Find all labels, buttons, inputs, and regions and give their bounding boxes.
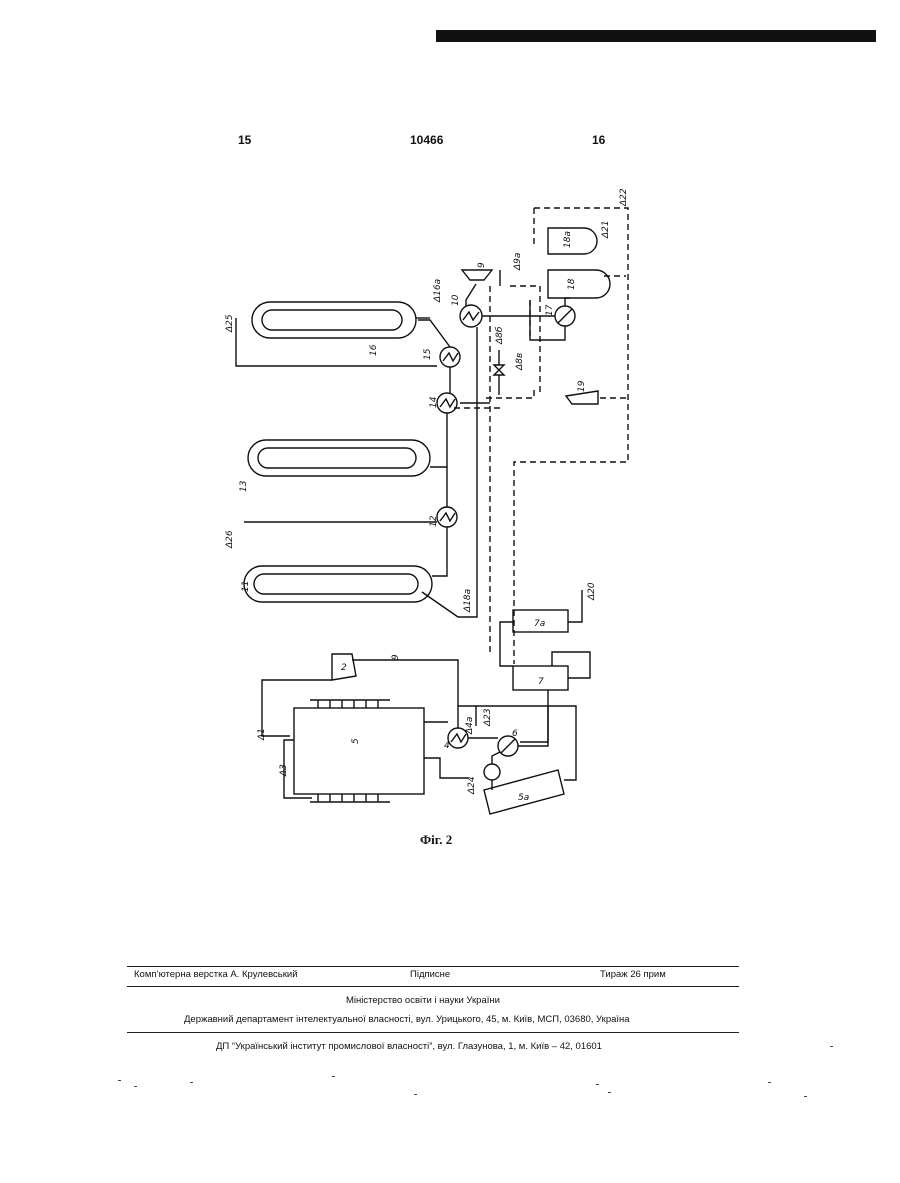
scan-speck <box>830 1046 833 1047</box>
stream-8b: Δ8б <box>495 326 505 345</box>
heat-exchanger-10 <box>460 305 482 327</box>
heat-exchanger-14 <box>437 393 457 413</box>
label-13: 13 <box>239 480 249 492</box>
scan-speck <box>596 1084 599 1085</box>
scan-speck <box>118 1080 121 1081</box>
label-18a: 18а <box>563 231 573 248</box>
stream-24: Δ24 <box>467 776 477 795</box>
label-4: 4 <box>444 741 450 751</box>
reactor-16 <box>252 302 430 338</box>
stream-18a: Δ18а <box>463 589 473 613</box>
stream-20: Δ20 <box>587 582 597 601</box>
scan-speck <box>414 1094 417 1095</box>
scan-speck <box>332 1076 335 1077</box>
stream-16a: Δ16а <box>433 279 443 303</box>
label-11: 11 <box>241 581 251 592</box>
cooler-6 <box>498 736 518 756</box>
footer-rule-3 <box>127 1032 739 1033</box>
label-5a: 5а <box>518 793 529 803</box>
label-7a: 7а <box>534 619 545 629</box>
reactor-13 <box>248 440 430 476</box>
reactor-5 <box>294 708 424 794</box>
reactor-5-tubes-top <box>310 700 390 708</box>
stream-1: Δ1 <box>257 728 267 741</box>
label-6: 6 <box>512 729 518 739</box>
footer-institute: ДП “Український інститут промислової вла… <box>216 1041 602 1052</box>
stream-21: Δ21 <box>601 220 611 239</box>
label-2: 2 <box>341 663 347 673</box>
separator-18 <box>548 270 610 298</box>
scan-speck <box>190 1082 193 1083</box>
footer-signed: Підписне <box>410 969 450 980</box>
cooler-17 <box>555 306 575 326</box>
scan-speck <box>768 1082 771 1083</box>
heat-exchanger-15 <box>440 347 460 367</box>
label-18: 18 <box>567 278 577 290</box>
stream-26: Δ26 <box>225 530 235 549</box>
reactor-11 <box>244 566 432 602</box>
scan-speck <box>804 1096 807 1097</box>
separator-5a <box>484 770 564 814</box>
footer-circulation: Тираж 26 прим <box>600 969 666 980</box>
label-10: 10 <box>451 294 461 306</box>
stream-9a: Δ9а <box>513 253 523 271</box>
footer-department: Державний департамент інтелектуальної вл… <box>184 1014 630 1025</box>
scan-speck <box>608 1092 611 1093</box>
label-16: 16 <box>369 344 379 356</box>
label-12: 12 <box>429 515 439 527</box>
label-14: 14 <box>429 396 439 408</box>
label-15: 15 <box>423 348 433 360</box>
label-5: 5 <box>351 738 361 744</box>
recycle-lines <box>454 208 628 664</box>
label-7: 7 <box>538 677 544 687</box>
stream-8v: Δ8в <box>515 353 525 371</box>
stream-22: Δ22 <box>619 188 629 207</box>
pump <box>484 764 500 780</box>
label-9-top: 9 <box>477 262 487 268</box>
label-17: 17 <box>545 304 555 316</box>
footer-rule-2 <box>127 986 739 987</box>
scan-speck <box>134 1086 137 1087</box>
footer-compiler: Комп’ютерна верстка А. Крулевський <box>134 969 298 980</box>
footer-rule-1 <box>127 966 739 967</box>
footer-ministry: Міністерство освіти і науки України <box>346 995 500 1006</box>
compressor-9 <box>462 270 492 280</box>
stream-3: Δ3 <box>279 764 289 777</box>
label-9: 9 <box>391 654 401 660</box>
heat-exchanger-12 <box>437 507 457 527</box>
reactor-5-tubes-bottom <box>310 794 390 802</box>
stream-4a: Δ4а <box>465 717 475 735</box>
figure-caption: Фіг. 2 <box>420 832 452 848</box>
label-19: 19 <box>577 380 587 392</box>
stream-23: Δ23 <box>483 708 493 727</box>
stream-25: Δ25 <box>225 314 235 333</box>
valve <box>494 365 504 375</box>
line-23-input <box>236 318 437 366</box>
